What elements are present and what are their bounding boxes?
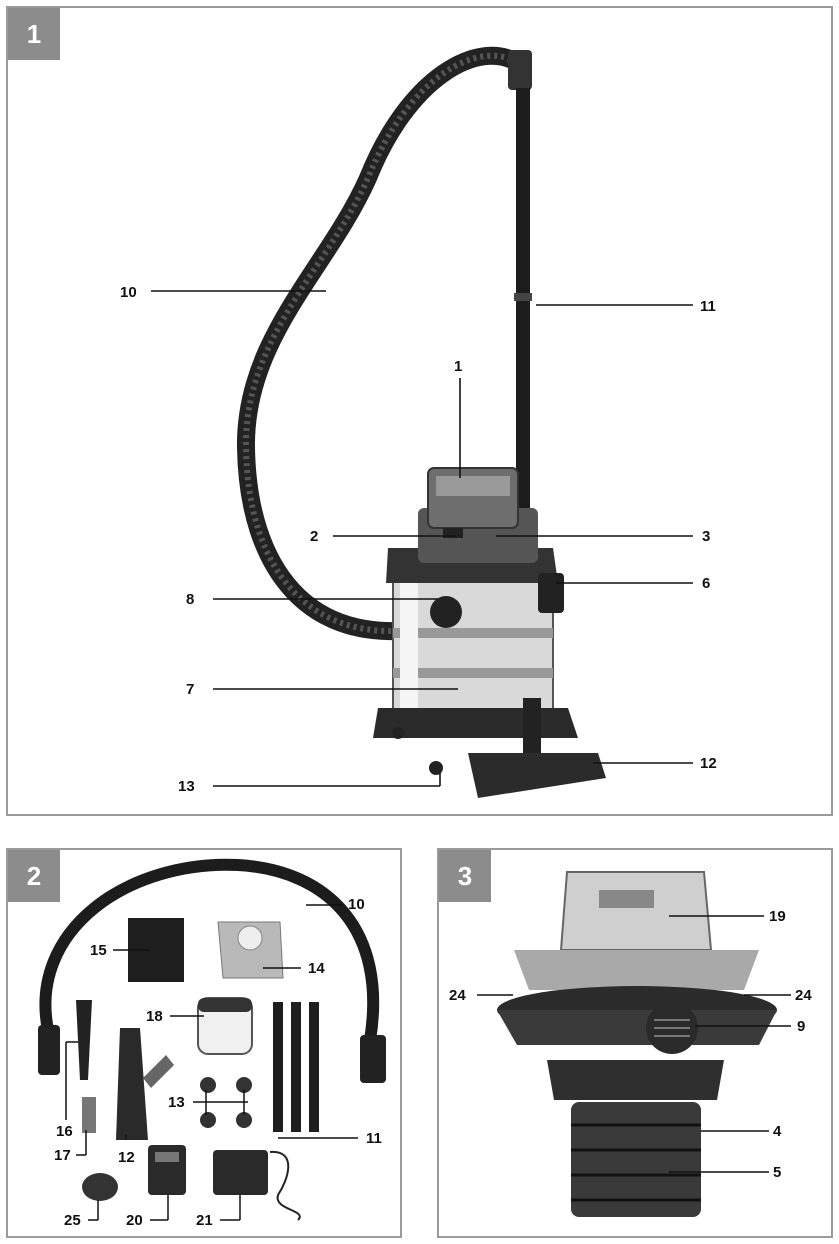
callout-21: 21	[196, 1212, 213, 1229]
callout-5: 5	[773, 1164, 782, 1181]
callout-18: 18	[146, 1008, 163, 1025]
callout-24-right: 24	[795, 987, 812, 1004]
callout-8: 8	[186, 591, 195, 608]
accessories-illustration	[38, 858, 386, 1221]
callout-12: 12	[700, 755, 717, 772]
callout-15: 15	[90, 942, 107, 959]
callout-20: 20	[126, 1212, 143, 1229]
figure-number: 2	[8, 850, 60, 902]
callout-25: 25	[64, 1212, 81, 1229]
figure-2-panel: 2	[6, 848, 402, 1238]
figure-3-panel: 3 19 24 24 9 4	[437, 848, 833, 1238]
callout-4: 4	[773, 1123, 782, 1140]
callout-19: 19	[769, 908, 786, 925]
motor-head-illustration	[477, 871, 791, 1217]
callout-10: 10	[120, 284, 137, 301]
callout-2: 2	[310, 528, 319, 545]
figure-number: 1	[8, 8, 60, 60]
callout-3: 3	[702, 528, 711, 545]
callout-6: 6	[702, 575, 711, 592]
callout-11: 11	[700, 298, 716, 315]
vacuum-cleaner-illustration	[151, 46, 693, 798]
callout-12: 12	[118, 1149, 135, 1166]
callout-9: 9	[797, 1018, 806, 1035]
callout-1: 1	[454, 358, 463, 375]
callout-11: 11	[366, 1130, 382, 1147]
callout-10: 10	[348, 896, 365, 913]
callout-7: 7	[186, 681, 195, 698]
figure-1-panel: 1	[6, 6, 833, 816]
callout-14: 14	[308, 960, 325, 977]
callout-17: 17	[54, 1147, 71, 1164]
callout-24-left: 24	[449, 987, 466, 1004]
callout-16: 16	[56, 1123, 73, 1140]
figure-number: 3	[439, 850, 491, 902]
callout-13: 13	[168, 1094, 185, 1111]
callout-13: 13	[178, 778, 195, 795]
